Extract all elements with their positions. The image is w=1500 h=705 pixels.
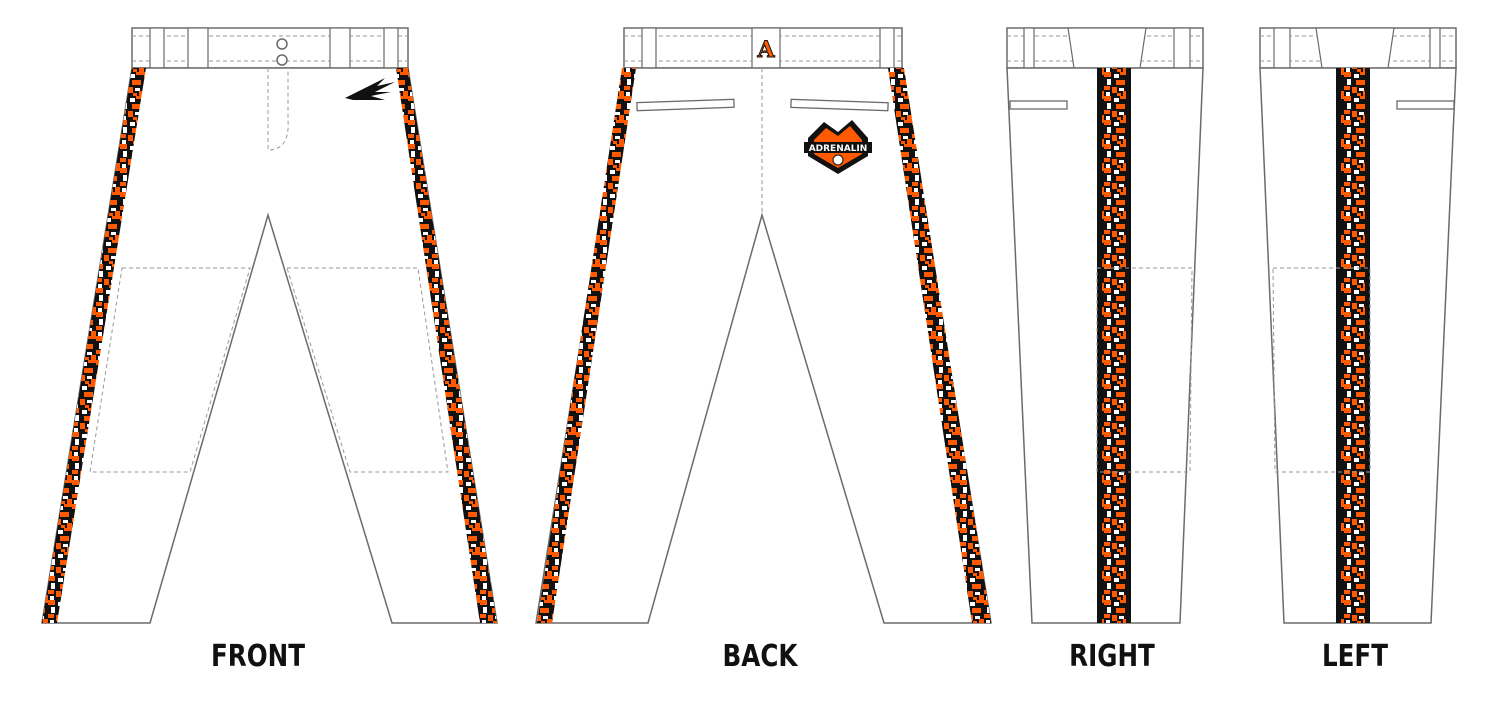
- right-side-stripe-camo: [1102, 68, 1126, 623]
- front-view-label: FRONT: [210, 639, 306, 674]
- trident-logo-icon: [345, 78, 395, 100]
- back-right-stripe: [888, 68, 991, 623]
- front-right-stripe: [396, 68, 497, 623]
- left-knee-panel: [1272, 267, 1371, 473]
- back-view-label: BACK: [722, 639, 798, 674]
- back-belt-loop: [641, 27, 657, 69]
- front-waistband: [131, 27, 409, 69]
- back-letter: A: [756, 37, 775, 63]
- front-belt-loop: [329, 27, 351, 69]
- back-pant-body: [535, 67, 992, 624]
- front-knee-panel: [89, 267, 251, 473]
- left-belt-loop: [1429, 27, 1441, 69]
- front-fly-seam: [267, 68, 289, 151]
- front-view: [41, 27, 498, 624]
- right-belt-loop: [1067, 27, 1147, 69]
- right-belt-loop: [1023, 27, 1035, 69]
- right-knee-panel: [1096, 267, 1193, 473]
- front-belt-loop: [187, 27, 209, 69]
- back-belt-loop: [879, 27, 895, 69]
- adrenalin-team-logo: ADRENALIN: [804, 120, 872, 174]
- front-belt-loop: [149, 27, 165, 69]
- back-right-pocket: [790, 98, 889, 112]
- right-view: [1006, 27, 1204, 624]
- left-pocket: [1396, 100, 1455, 110]
- front-knee-panel: [286, 267, 449, 473]
- back-letter-patch: A: [756, 37, 776, 64]
- left-view: [1259, 27, 1457, 624]
- back-left-pocket: [636, 98, 735, 112]
- right-view-label: RIGHT: [1069, 639, 1155, 674]
- front-left-stripe: [42, 68, 146, 623]
- front-belt-loop: [383, 27, 399, 69]
- back-left-stripe: [537, 68, 636, 623]
- right-pocket: [1009, 100, 1068, 110]
- left-belt-loop: [1315, 27, 1395, 69]
- left-belt-loop: [1273, 27, 1291, 69]
- front-button: [276, 54, 288, 66]
- front-pant-body: [41, 67, 498, 624]
- back-view: A ADRENALIN: [535, 27, 992, 624]
- left-view-label: LEFT: [1321, 639, 1389, 674]
- back-logo-text: ADRENALIN: [809, 144, 868, 154]
- right-belt-loop: [1173, 27, 1191, 69]
- left-side-stripe-camo: [1341, 68, 1365, 623]
- front-button: [276, 38, 288, 50]
